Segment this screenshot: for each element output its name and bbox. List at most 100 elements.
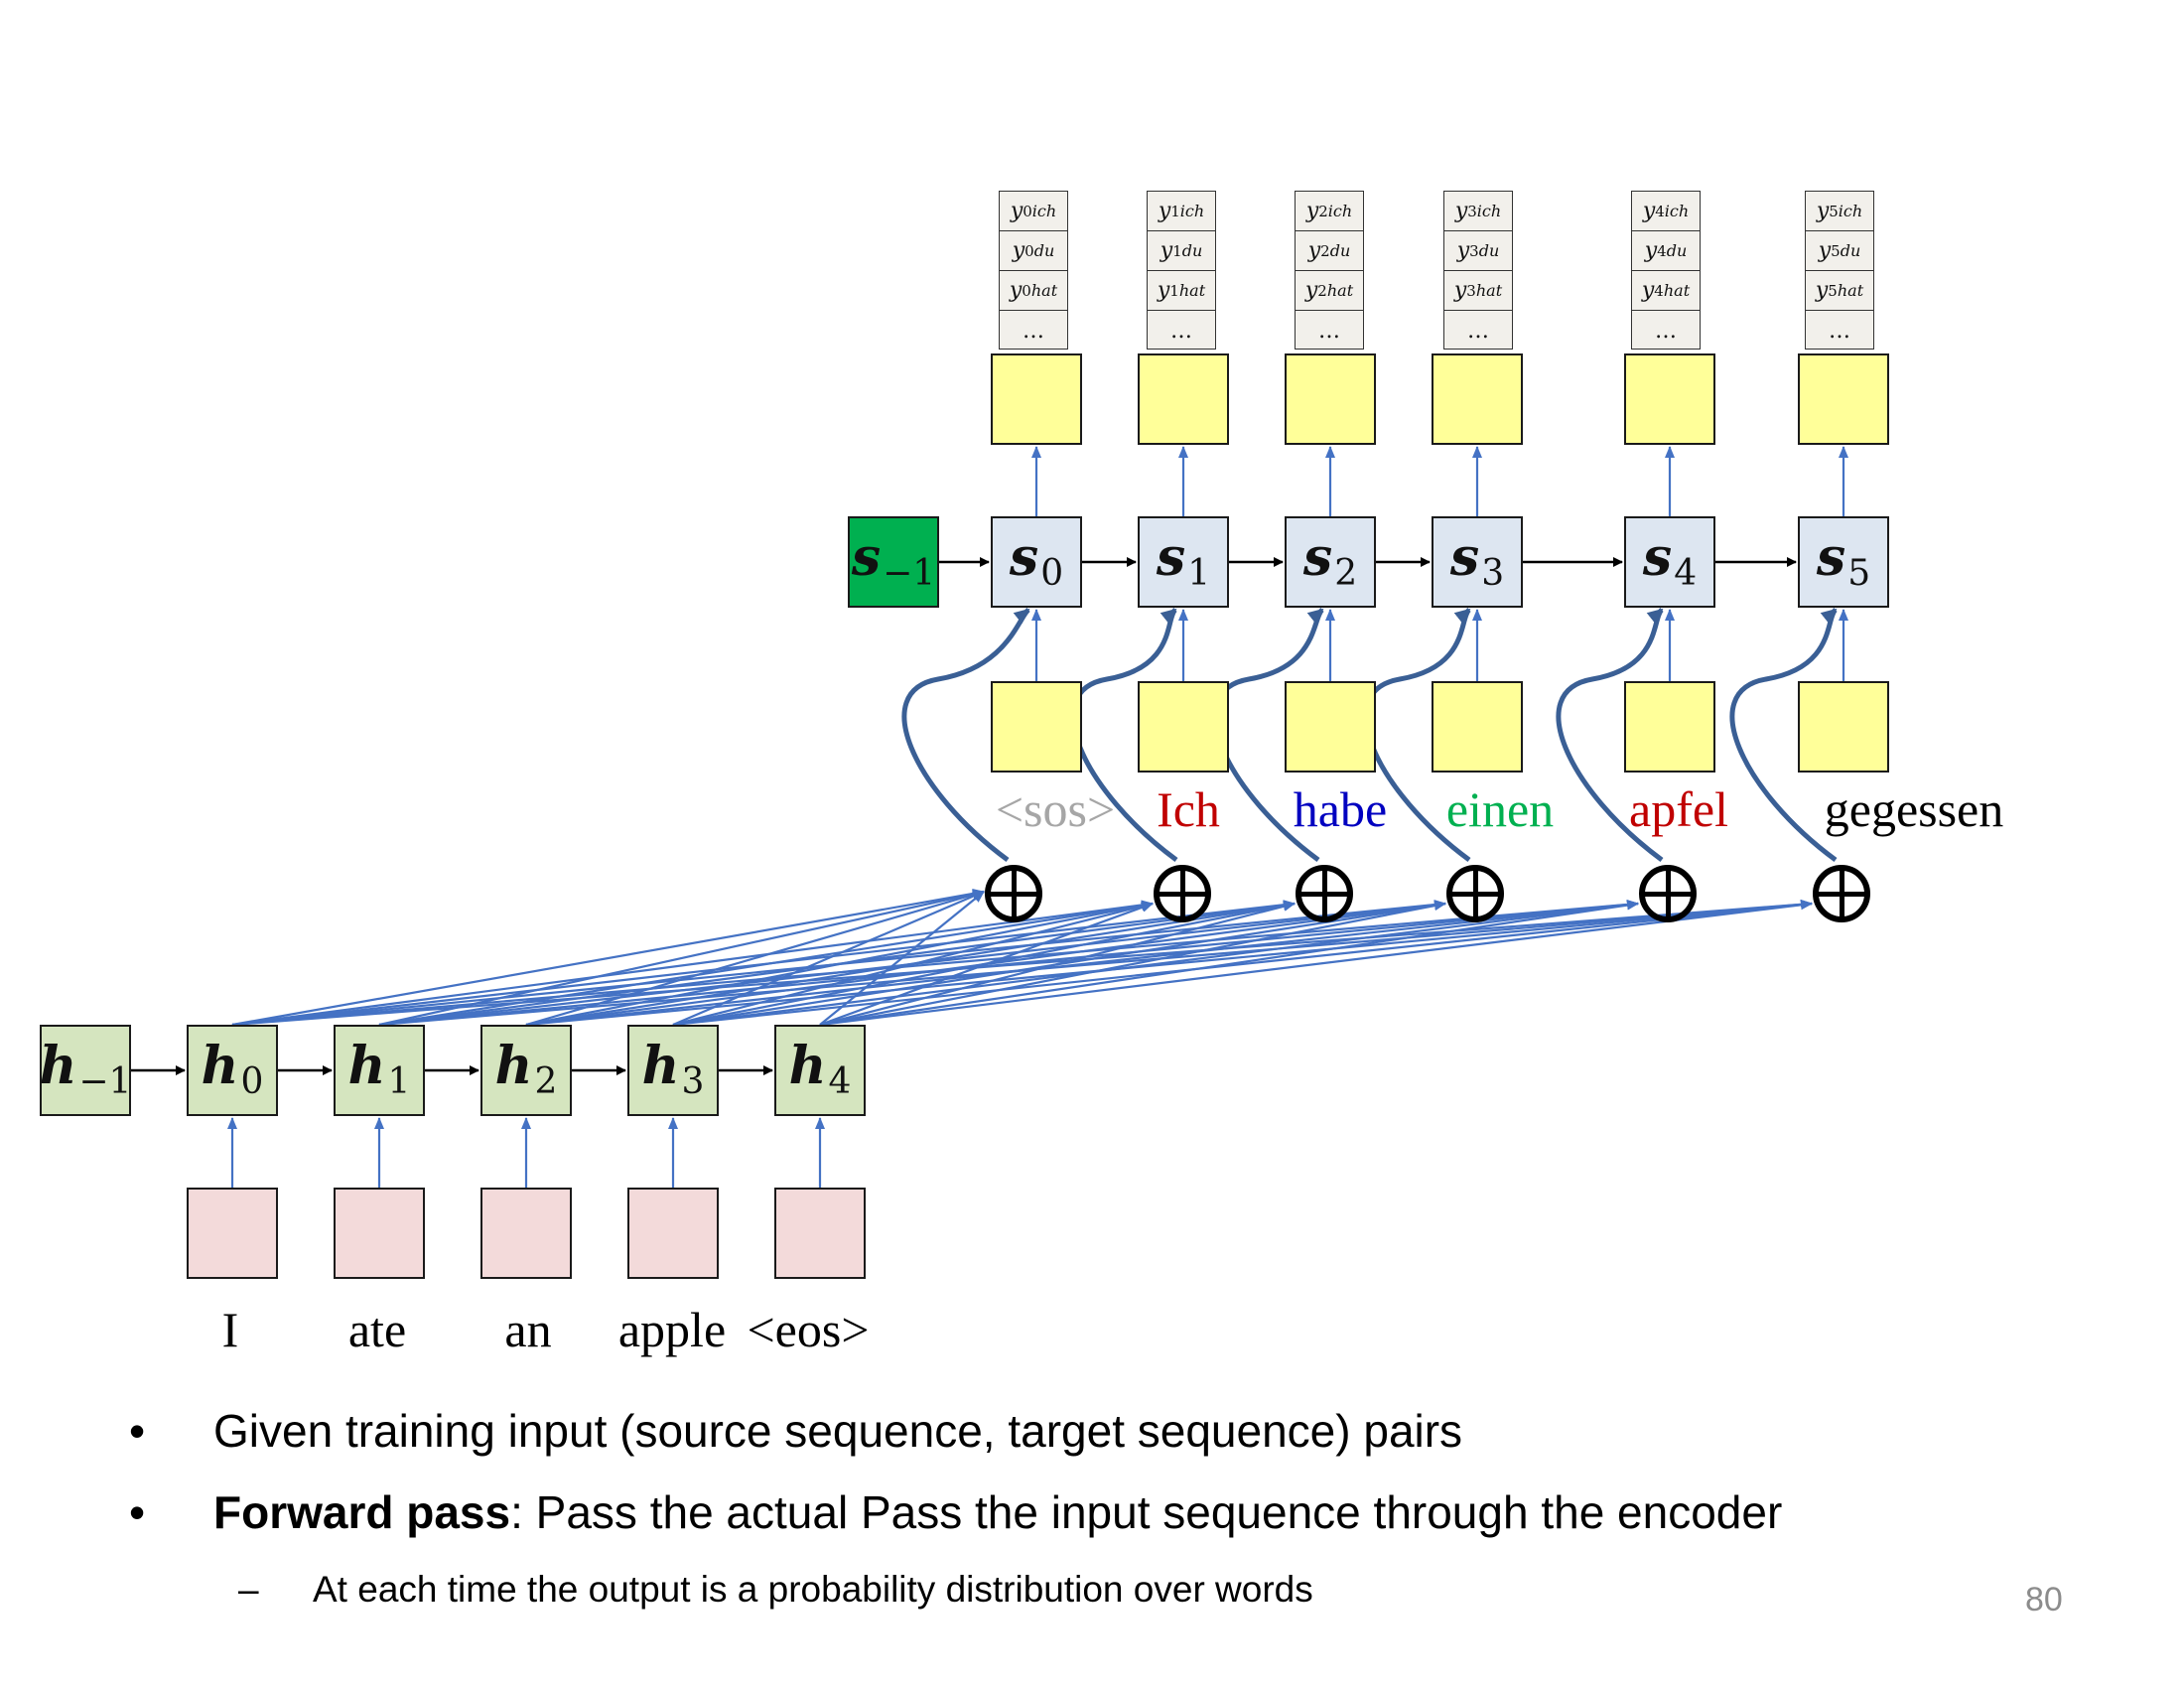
decoder-input-box (991, 681, 1082, 773)
vocab-word: du (1840, 241, 1861, 260)
state-symbol: h (39, 1036, 77, 1096)
state-symbol: s (1449, 527, 1480, 588)
state-label: s0 (1010, 532, 1063, 592)
attention-arrow (525, 901, 1154, 1027)
vocab-word: du (1666, 241, 1688, 260)
state-subscript: 5 (1847, 553, 1871, 594)
encoder-state-h0: h−1 (40, 1025, 131, 1116)
decoder-input-word: <sos> (995, 781, 1116, 837)
state-symbol: s (1642, 527, 1673, 588)
output-hidden-box (1432, 353, 1523, 445)
time-index: 3 (1467, 202, 1477, 220)
encoder-state-h5: h4 (774, 1025, 866, 1116)
probability-symbol: y (1009, 278, 1023, 303)
state-symbol: s (1816, 527, 1846, 588)
decoder-state-s-1: s−1 (848, 516, 939, 608)
time-index: 0 (1023, 202, 1032, 220)
bullet-bold-term: Forward pass (213, 1486, 511, 1538)
vocab-word: ich (1664, 202, 1690, 220)
state-subscript: −1 (78, 1061, 132, 1102)
time-index: 5 (1828, 281, 1838, 300)
probability-ellipsis: … (1170, 318, 1192, 344)
decoder-input-word: apfel (1629, 781, 1728, 837)
attention-sum-icon (1296, 865, 1353, 922)
state-label: s1 (1157, 532, 1210, 592)
encoder-input-word: <eos> (747, 1302, 870, 1357)
decoder-input-box (1798, 681, 1889, 773)
state-subscript: 3 (1481, 553, 1505, 594)
attention-arrow (378, 900, 1154, 1027)
decoder-state-s4: s4 (1624, 516, 1715, 608)
state-symbol: s (1156, 527, 1186, 588)
state-subscript: 1 (1187, 553, 1211, 594)
vocab-word: du (1033, 241, 1055, 260)
attention-arrow (819, 901, 1446, 1027)
probability-symbol: y (1818, 238, 1832, 263)
state-label: s2 (1303, 532, 1357, 592)
state-symbol: s (1009, 527, 1039, 588)
probability-symbol: y (1642, 199, 1656, 223)
context-curve (1363, 608, 1471, 863)
probability-ellipsis: … (1023, 318, 1044, 344)
attention-arrow (819, 891, 985, 1026)
attention-arrow (525, 890, 985, 1027)
attention-arrow (231, 900, 1154, 1027)
state-symbol: h (347, 1036, 386, 1096)
probability-symbol: y (1454, 199, 1468, 223)
state-label: h−1 (40, 1041, 132, 1100)
decoder-input-word: habe (1293, 781, 1388, 837)
probability-symbol: y (1644, 238, 1658, 263)
vocab-word: du (1329, 241, 1351, 260)
bullet-training-pairs: Given training input (source sequence, t… (129, 1408, 2015, 1489)
probability-symbol: y (1158, 199, 1171, 223)
probability-symbol: y (1816, 199, 1830, 223)
probability-symbol: y (1304, 278, 1318, 303)
page-number: 80 (2025, 1581, 2063, 1618)
attention-sum-icon (985, 865, 1042, 922)
vocab-word: hat (1475, 281, 1503, 300)
decoder-state-s1: s1 (1138, 516, 1229, 608)
time-index: 1 (1169, 281, 1179, 300)
encoder-state-h2: h1 (334, 1025, 425, 1116)
attention-arrow (819, 900, 1639, 1027)
state-subscript: 2 (1334, 553, 1358, 594)
attention-arrow (525, 900, 1639, 1027)
vocab-word: hat (1326, 281, 1354, 300)
time-index: 3 (1469, 241, 1479, 260)
probability-symbol: y (1307, 238, 1321, 263)
attention-arrows (231, 888, 1813, 1027)
state-symbol: h (641, 1036, 680, 1096)
probability-symbol: y (1012, 238, 1025, 263)
time-index: 1 (1170, 202, 1180, 220)
vocab-word: du (1181, 241, 1203, 260)
state-label: s4 (1643, 532, 1697, 592)
vocab-word: ich (1179, 202, 1205, 220)
bullet-list: Given training input (source sequence, t… (129, 1408, 2015, 1608)
encoder-state-h3: h2 (480, 1025, 572, 1116)
vocab-word: ich (1327, 202, 1353, 220)
probability-symbol: y (1010, 199, 1024, 223)
time-index: 4 (1655, 202, 1665, 220)
bullet-forward-pass: Forward pass: Pass the actual Pass the i… (129, 1489, 2015, 1571)
encoder-state-h1: h0 (187, 1025, 278, 1116)
encoder-input-word: I (221, 1302, 239, 1357)
decoder-input-box (1138, 681, 1229, 773)
bullet-text: : Pass the actual Pass the input sequenc… (510, 1486, 1783, 1538)
time-index: 5 (1831, 241, 1841, 260)
decoder-input-box (1285, 681, 1376, 773)
context-curve (1212, 608, 1324, 863)
attention-arrow (231, 899, 1813, 1027)
probability-symbol: y (1456, 238, 1470, 263)
